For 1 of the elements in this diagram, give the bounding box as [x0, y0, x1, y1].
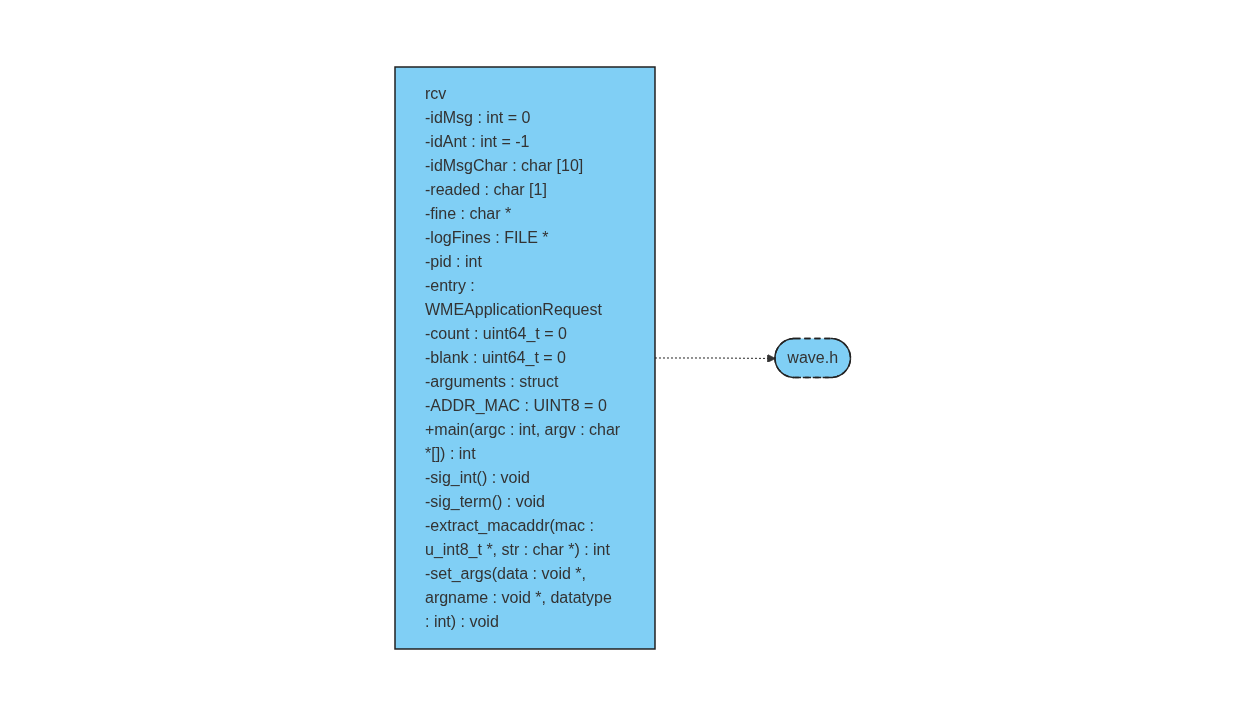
node-box: rcv -idMsg : int = 0 -idAnt : int = -1 -idMsgChar : char [10] -readed : char [1] -fine : char * -logFines : FILE * -pid : int -entry : WMEApplicationRequest -count : uint64_t = 0 -blank : uint64_t = 0 -arguments : struct -ADDR_MAC : UINT8 = 0 +main(argc : int, argv : char *[]) : int -sig_int() : void -sig_term() : void -extract_macaddr(mac : u_int8_t *, str : char *) : int -set_args(data : void *, argname : void *, datatype : int) : void: [394, 66, 656, 650]
